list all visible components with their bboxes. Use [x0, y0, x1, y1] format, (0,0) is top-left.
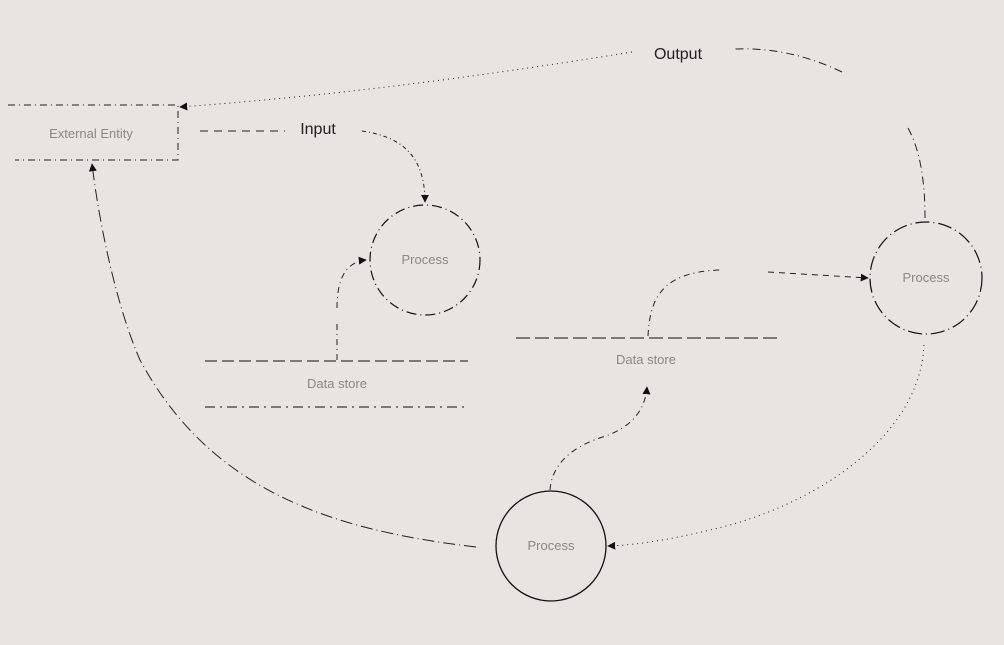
data-store-1-label: Data store	[307, 376, 367, 391]
process-node-3: Process	[495, 490, 607, 602]
output-flow: Output	[179, 46, 926, 219]
flow-process2-to-process3	[607, 344, 925, 550]
input-flow: Input	[200, 121, 429, 203]
process-node-2: Process	[869, 221, 983, 335]
data-store-2-label: Data store	[616, 352, 676, 367]
process-3-label: Process	[528, 538, 575, 553]
process-2-label: Process	[903, 270, 950, 285]
external-entity-label: External Entity	[49, 126, 133, 141]
flow-store1-to-process1	[336, 260, 366, 360]
process-1-label: Process	[402, 252, 449, 267]
data-store-1: Data store	[205, 360, 468, 408]
flow-process3-to-store2	[549, 386, 651, 491]
process-node-1: Process	[369, 204, 481, 316]
input-label: Input	[300, 121, 336, 138]
output-label: Output	[654, 46, 703, 63]
flow-store2-to-process2	[647, 269, 869, 337]
flow-process3-to-entity	[88, 163, 477, 548]
data-store-2: Data store	[516, 337, 780, 367]
external-entity: External Entity	[8, 104, 179, 161]
